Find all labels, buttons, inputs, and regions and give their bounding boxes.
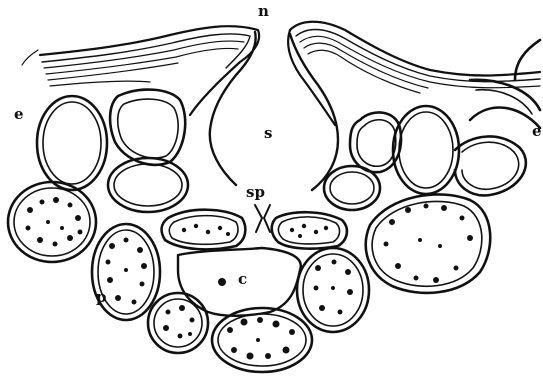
label-s: s: [264, 126, 272, 141]
label-e-left: e: [14, 107, 24, 122]
cuticle-left: [22, 26, 259, 115]
guard-cells: [162, 205, 347, 249]
stomatal-cavity-walls: [210, 32, 338, 190]
label-c: c: [238, 272, 247, 287]
label-e-right: e: [532, 124, 542, 139]
epidermal-cells: [37, 40, 540, 212]
label-n: n: [258, 4, 269, 19]
epidermal-cell-left-outer: [37, 96, 107, 190]
label-p: p: [96, 290, 107, 305]
label-sp: sp: [246, 185, 265, 200]
